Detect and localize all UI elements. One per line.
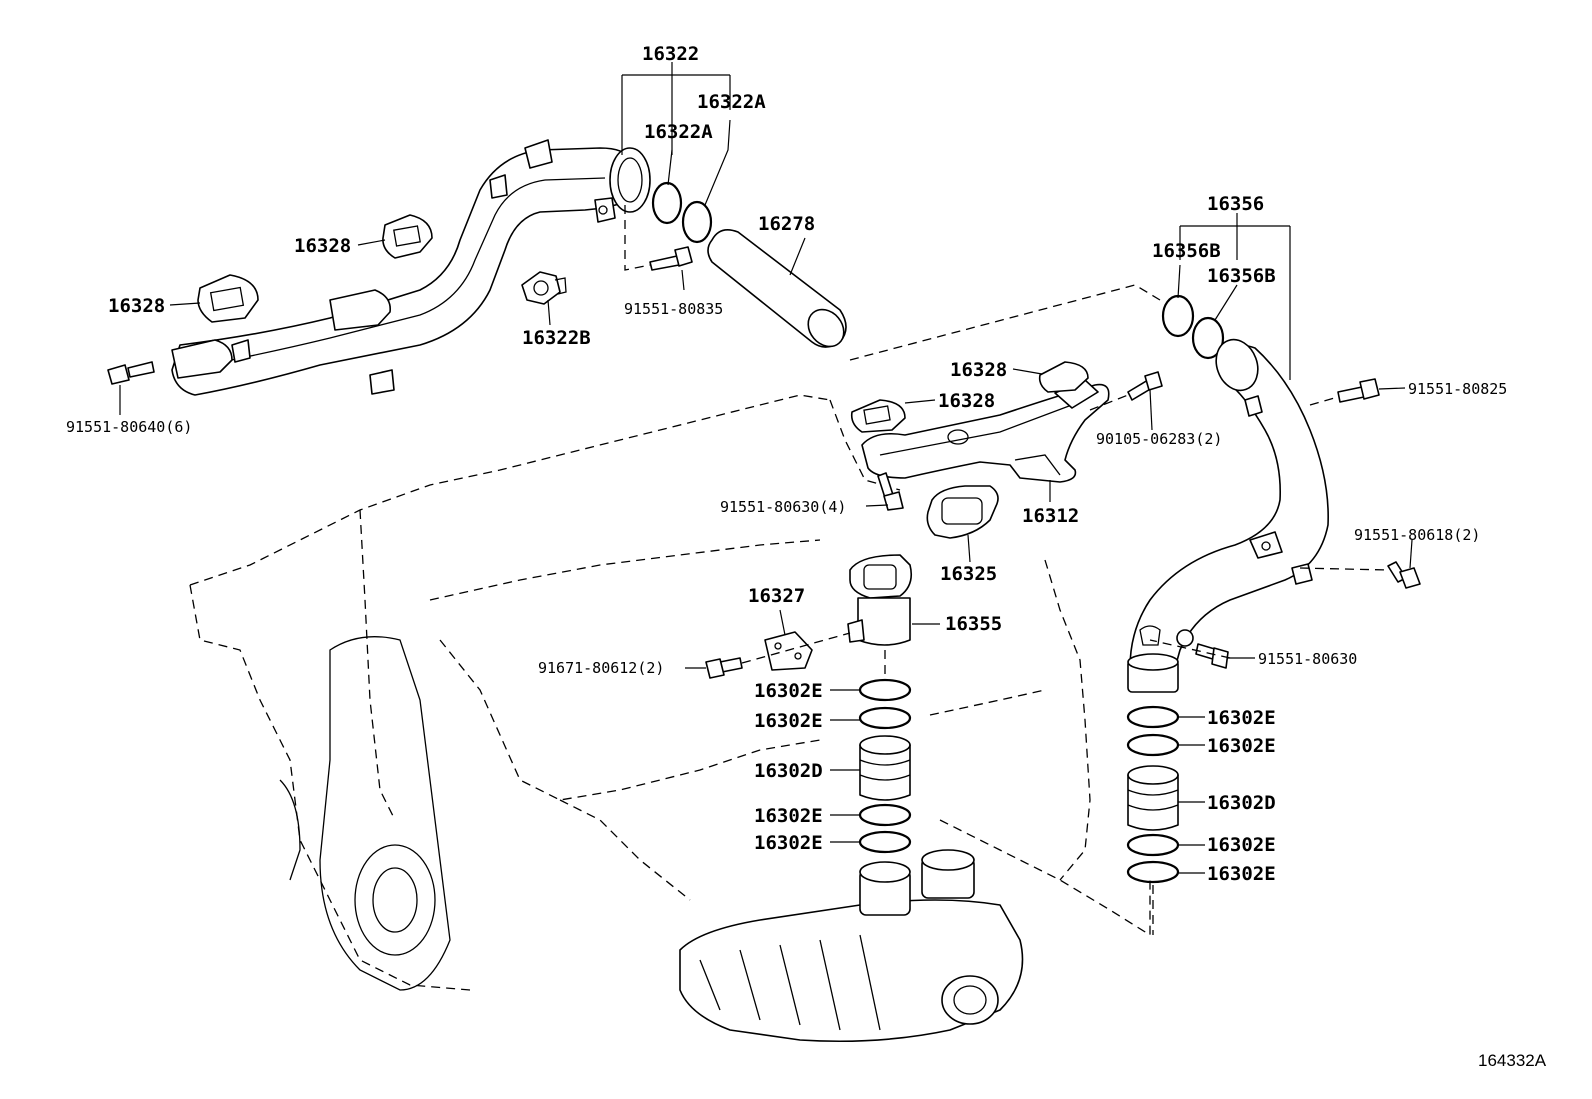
water-crossover-16312 bbox=[861, 379, 1110, 483]
gasket-16328-lower-center bbox=[850, 399, 906, 433]
gasket-16325 bbox=[926, 485, 999, 539]
label-16322B: 16322B bbox=[522, 327, 591, 349]
label-16302E-c4: 16302E bbox=[754, 832, 823, 854]
water-hose-16278 bbox=[707, 229, 847, 348]
label-16328-upper-center: 16328 bbox=[950, 359, 1007, 381]
label-91551-80630-4: 91551-80630(4) bbox=[720, 498, 846, 516]
bracket-16327 bbox=[764, 631, 813, 671]
label-16322A-outer: 16322A bbox=[697, 91, 766, 113]
label-16302E-c1: 16302E bbox=[754, 680, 823, 702]
o-ring-16322A-1 bbox=[651, 181, 683, 225]
bolt-91551-80835 bbox=[649, 246, 693, 271]
label-16355: 16355 bbox=[945, 613, 1002, 635]
label-91671-80612: 91671-80612(2) bbox=[538, 659, 664, 677]
bolt-91551-80618 bbox=[1387, 561, 1421, 589]
label-91551-80630: 91551-80630 bbox=[1258, 650, 1357, 668]
leader-lines bbox=[119, 62, 1413, 874]
temperature-sensor-16322B bbox=[521, 271, 567, 305]
o-ring-16356B-1 bbox=[1161, 294, 1195, 338]
seal-stack-right bbox=[1126, 705, 1180, 884]
label-16322: 16322 bbox=[642, 43, 699, 65]
bolt-91551-80640 bbox=[107, 361, 155, 385]
assembly-center-lines bbox=[624, 205, 1389, 935]
gasket-16328-upper-left bbox=[382, 214, 433, 259]
label-16322A-inner: 16322A bbox=[644, 121, 713, 143]
label-91551-80825: 91551-80825 bbox=[1408, 380, 1507, 398]
label-16302E-r2: 16302E bbox=[1207, 735, 1276, 757]
label-16328-upper-left: 16328 bbox=[294, 235, 351, 257]
label-16302E-r4: 16302E bbox=[1207, 863, 1276, 885]
label-16356B-inner: 16356B bbox=[1207, 265, 1276, 287]
label-16312: 16312 bbox=[1022, 505, 1079, 527]
gasket-16328-upper-center bbox=[1038, 361, 1089, 393]
label-16302E-r1: 16302E bbox=[1207, 707, 1276, 729]
bolt-90105-06283 bbox=[1127, 371, 1163, 401]
label-91551-80618: 91551-80618(2) bbox=[1354, 526, 1480, 544]
left-water-outlet-pipe bbox=[171, 139, 651, 396]
label-16302E-c3: 16302E bbox=[754, 805, 823, 827]
engine-front-cover bbox=[279, 636, 451, 991]
right-water-pipe-16356 bbox=[1127, 338, 1329, 693]
seal-stack-center bbox=[858, 678, 912, 854]
o-ring-16356B-2 bbox=[1191, 316, 1225, 360]
lower-water-pump-assembly bbox=[679, 849, 1024, 1043]
engine-block-outline bbox=[189, 284, 1161, 991]
water-inlet-16355 bbox=[847, 554, 913, 646]
o-ring-16322A-2 bbox=[681, 200, 713, 244]
label-16356B-outer: 16356B bbox=[1152, 240, 1221, 262]
label-16325: 16325 bbox=[940, 563, 997, 585]
bolt-91551-80825 bbox=[1337, 378, 1380, 403]
label-16328-lower-center: 16328 bbox=[938, 390, 995, 412]
label-90105-06283: 90105-06283(2) bbox=[1096, 430, 1222, 448]
label-16356: 16356 bbox=[1207, 193, 1264, 215]
callout-labels: 16322 16322A 16322A 16328 16328 16322B 1… bbox=[66, 43, 1547, 1070]
figure-id: 164332A bbox=[1478, 1051, 1547, 1070]
gasket-16328-lower-left bbox=[197, 274, 259, 323]
label-91551-80640: 91551-80640(6) bbox=[66, 418, 192, 436]
bolt-91671-80612 bbox=[705, 657, 743, 679]
label-16302E-c2: 16302E bbox=[754, 710, 823, 732]
label-16327: 16327 bbox=[748, 585, 805, 607]
label-16328-lower-left: 16328 bbox=[108, 295, 165, 317]
label-16278: 16278 bbox=[758, 213, 815, 235]
label-16302E-r3: 16302E bbox=[1207, 834, 1276, 856]
label-16302D-r: 16302D bbox=[1207, 792, 1276, 814]
label-91551-80835: 91551-80835 bbox=[624, 300, 723, 318]
label-16302D-c: 16302D bbox=[754, 760, 823, 782]
bolt-91551-80630-4 bbox=[877, 472, 904, 511]
